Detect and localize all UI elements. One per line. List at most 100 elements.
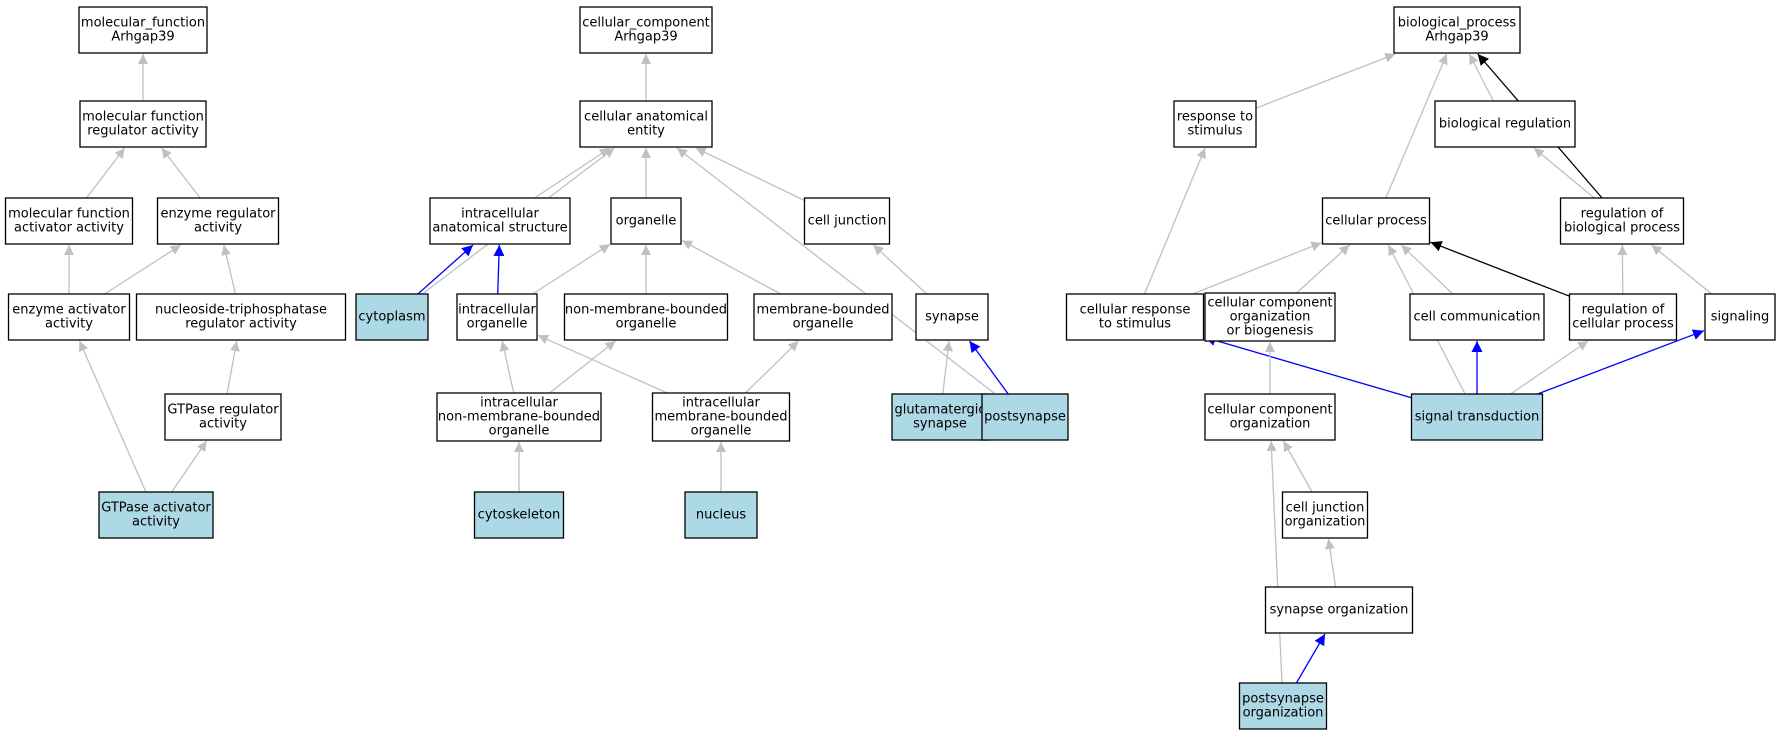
node-label-line: cytoskeleton: [478, 508, 561, 523]
node-box: [79, 100, 207, 148]
edge-line: [676, 147, 996, 395]
node-box: [753, 293, 893, 341]
edge-intra-anat-to-cell-anat: [534, 147, 611, 199]
edge-line: [78, 340, 147, 493]
node-cell-proc[interactable]: cellular process: [1321, 197, 1431, 245]
edge-intra-org-to-organelle: [532, 243, 611, 295]
node-label-line: anatomical structure: [432, 221, 567, 236]
node-label-line: cellular component: [1207, 296, 1332, 311]
node-organelle[interactable]: organelle: [610, 197, 682, 245]
node-label-line: synapse: [925, 310, 979, 325]
node-label-line: activity: [194, 221, 242, 236]
edges-layer: [64, 52, 1713, 684]
edge-cc-org-bio-to-cell-proc: [1296, 244, 1350, 294]
edge-postsynapse-to-cell-anat: [676, 147, 996, 395]
node-box: [429, 197, 571, 245]
edge-line: [695, 147, 805, 202]
node-synapse[interactable]: synapse: [915, 293, 989, 341]
node-label-line: membrane-bounded: [756, 303, 889, 318]
edge-postsyn-org-to-cc-org: [1266, 440, 1283, 684]
node-label-line: cell communication: [1413, 310, 1540, 325]
node-label-line: membrane-bounded: [654, 410, 787, 425]
edge-line: [1651, 244, 1713, 295]
edge-intra-org-to-intra-anat: [493, 244, 505, 295]
node-box: [1204, 393, 1336, 441]
node-box: [1065, 293, 1205, 341]
node-box: [1434, 100, 1576, 148]
edge-enzyme-regulator-to-mf-regulator: [161, 147, 201, 199]
edge-line: [1537, 329, 1705, 395]
edge-line: [745, 340, 799, 394]
edge-reg-bio-to-bio-reg: [1533, 147, 1595, 199]
node-box: [1281, 491, 1369, 539]
node-signal-trans[interactable]: signal transduction: [1410, 393, 1544, 441]
edge-line: [681, 239, 781, 295]
node-label-line: signal transduction: [1415, 410, 1540, 425]
node-box: [1238, 682, 1328, 730]
node-label-line: organelle: [793, 317, 854, 332]
node-intra-nonmem[interactable]: intracellularnon-membrane-boundedorganel…: [436, 392, 602, 442]
edge-intra-nonmem-to-intra-org: [499, 340, 515, 394]
edge-line: [161, 147, 201, 199]
edge-signaling-to-reg-bio: [1651, 244, 1713, 295]
node-box: [1264, 586, 1414, 634]
node-box: [78, 6, 208, 54]
node-label-line: regulator activity: [185, 317, 297, 332]
node-box: [135, 293, 347, 341]
node-signaling[interactable]: signaling: [1704, 293, 1776, 341]
edge-line: [1282, 440, 1313, 493]
node-cell-comm[interactable]: cell communication: [1409, 293, 1545, 341]
node-box: [1410, 393, 1544, 441]
node-label-line: nucleoside-triphosphatase: [155, 303, 327, 318]
node-label-line: Arhgap39: [1425, 30, 1488, 45]
edge-line: [1266, 440, 1283, 684]
node-cell-junction[interactable]: cell junction: [803, 197, 891, 245]
node-label-line: organization: [1230, 417, 1311, 432]
edge-line: [493, 244, 505, 295]
node-syn-org[interactable]: synapse organization: [1264, 586, 1414, 634]
edge-cell-resp-to-resp-stim: [1143, 147, 1206, 295]
node-box: [651, 392, 791, 442]
node-cytoplasm[interactable]: cytoplasm: [355, 293, 429, 341]
edge-intra-nonmem-to-nonmem-org: [549, 340, 616, 394]
node-label-line: organelle: [616, 317, 677, 332]
node-cytoskeleton[interactable]: cytoskeleton: [473, 491, 565, 539]
node-bio-reg[interactable]: biological regulation: [1434, 100, 1576, 148]
edge-bio-reg-to-bp-root: [1468, 53, 1494, 102]
node-label-line: organelle: [489, 424, 550, 439]
node-label-line: GTPase activator: [101, 501, 211, 516]
edge-cell-junction-to-cell-anat: [695, 147, 805, 202]
node-postsynapse[interactable]: postsynapse: [981, 393, 1069, 441]
node-label-line: synapse: [913, 417, 967, 432]
edge-line: [1385, 53, 1448, 199]
node-label-line: biological process: [1564, 221, 1680, 236]
node-nucleus[interactable]: nucleus: [684, 491, 758, 539]
node-label-line: intracellular: [461, 207, 539, 222]
